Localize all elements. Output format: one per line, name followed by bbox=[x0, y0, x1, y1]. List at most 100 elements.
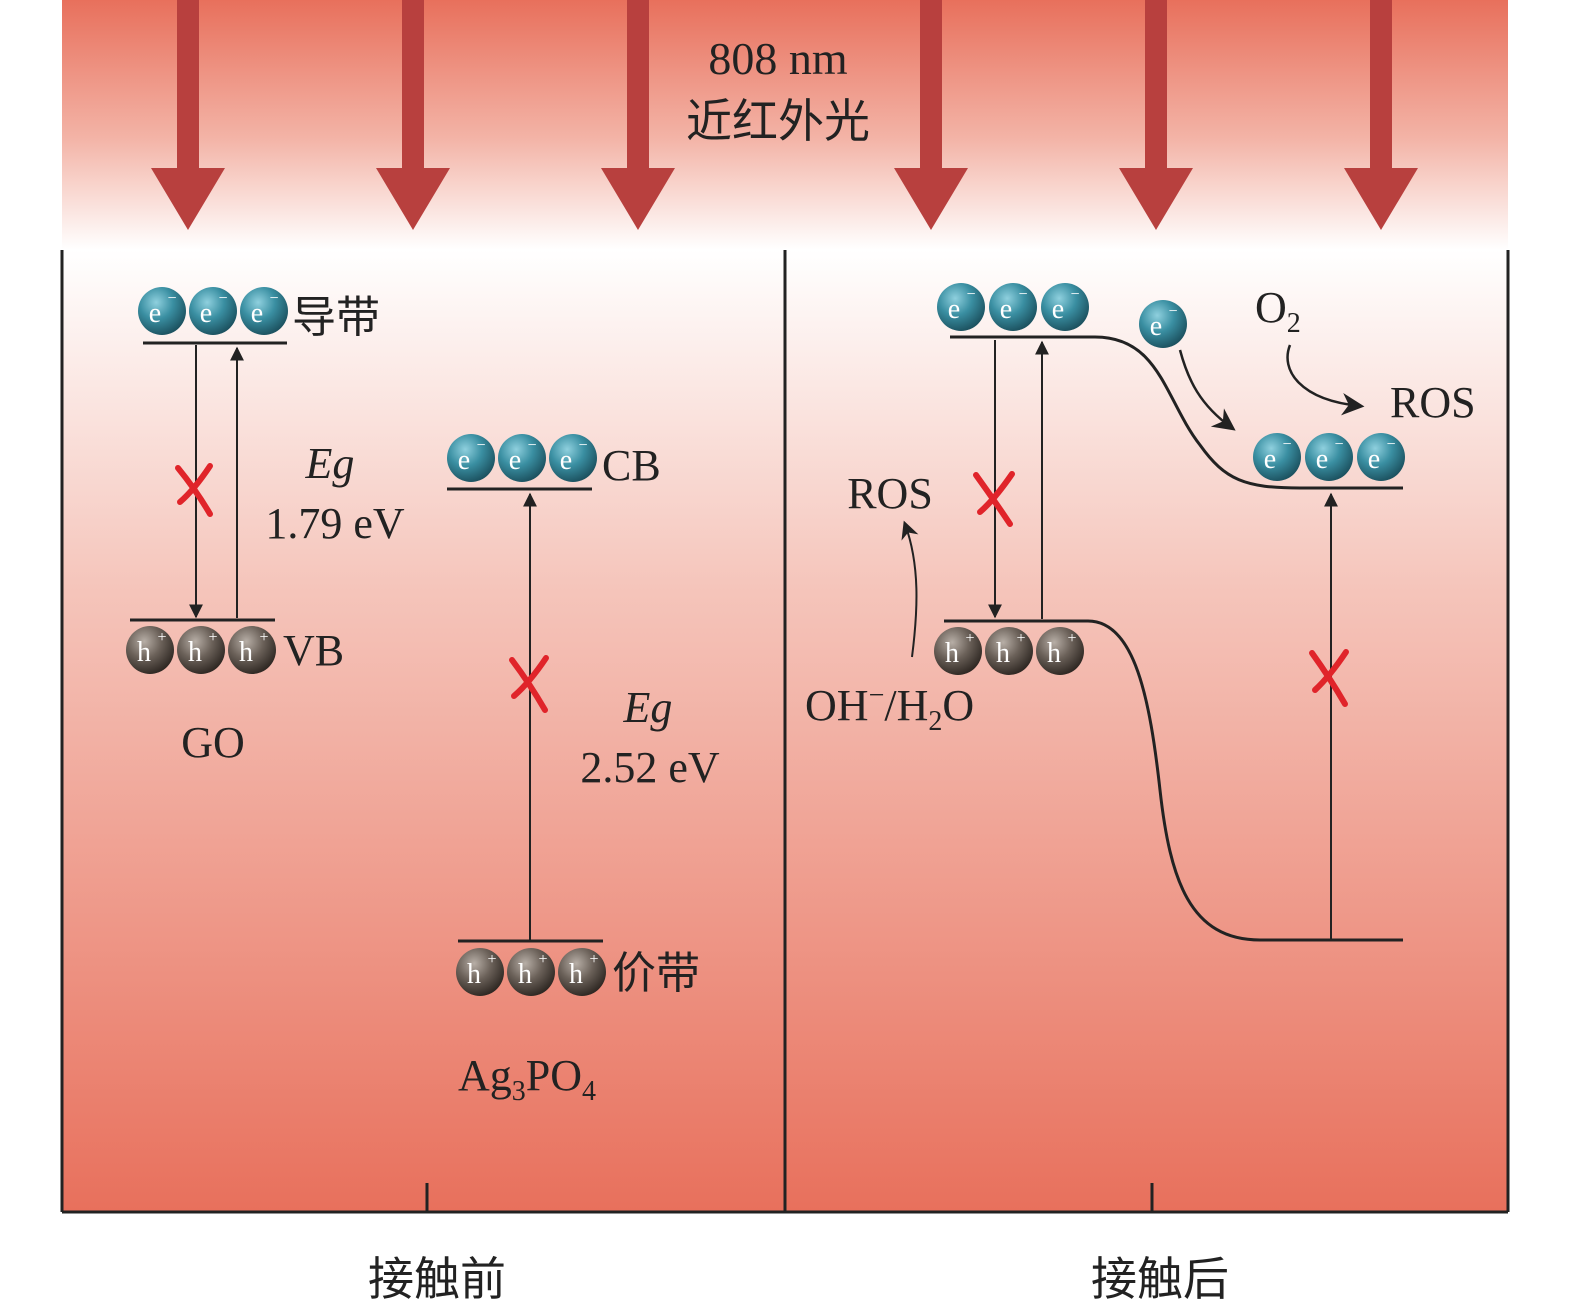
svg-text:+: + bbox=[208, 629, 217, 646]
electron: e− bbox=[240, 287, 288, 335]
svg-text:+: + bbox=[1016, 630, 1025, 647]
go-cb-label: 导带 bbox=[292, 293, 380, 342]
electron: e− bbox=[138, 287, 186, 335]
svg-text:−: − bbox=[1168, 303, 1177, 320]
electron: e− bbox=[189, 287, 237, 335]
svg-text:h: h bbox=[137, 637, 151, 668]
light-arrows bbox=[151, 0, 1418, 230]
electron: e− bbox=[1305, 433, 1353, 481]
after-oh-h2o: OH−/H2O bbox=[805, 680, 974, 737]
after-ag3po4-cross bbox=[1309, 649, 1349, 707]
hole: h+ bbox=[126, 626, 174, 674]
light-region bbox=[62, 0, 1508, 250]
ag3po4-cross bbox=[509, 655, 549, 713]
electron-transfer-arrow bbox=[1178, 349, 1236, 431]
svg-text:+: + bbox=[965, 630, 974, 647]
svg-text:−: − bbox=[966, 286, 975, 303]
svg-text:−: − bbox=[218, 290, 227, 307]
svg-text:+: + bbox=[259, 629, 268, 646]
go-eg-value: 1.79 eV bbox=[265, 499, 405, 548]
svg-text:−: − bbox=[1386, 436, 1395, 453]
svg-text:−: − bbox=[1282, 436, 1291, 453]
hole: h+ bbox=[228, 626, 276, 674]
electron: e− bbox=[1357, 433, 1405, 481]
ag3po4-eg-value: 2.52 eV bbox=[580, 743, 720, 792]
frame bbox=[60, 250, 1510, 1214]
light-arrow bbox=[1119, 0, 1193, 230]
svg-text:−: − bbox=[1070, 286, 1079, 303]
svg-text:−: − bbox=[527, 437, 536, 454]
light-label: 近红外光 bbox=[686, 96, 870, 147]
hole: h+ bbox=[934, 627, 982, 675]
svg-text:−: − bbox=[1018, 286, 1027, 303]
ag3po4-vb-label: 价带 bbox=[612, 949, 700, 998]
electron: e− bbox=[1253, 433, 1301, 481]
hole: h+ bbox=[507, 948, 555, 996]
electron-group: e− e− e− bbox=[138, 287, 288, 335]
hole-group: h+ h+ h+ bbox=[126, 626, 276, 674]
svg-text:e: e bbox=[1368, 444, 1380, 475]
svg-text:+: + bbox=[589, 951, 598, 968]
ag3po4-band: e− e− e− CB Eg 2.52 eV h+ h+ h+ 价带 Ag3PO… bbox=[447, 434, 720, 1107]
electron: e− bbox=[989, 283, 1037, 331]
svg-text:−: − bbox=[476, 437, 485, 454]
after-vb-curve bbox=[944, 619, 1403, 942]
after-ros-left: ROS bbox=[847, 469, 933, 518]
electron-group: e− e− e− bbox=[447, 434, 597, 482]
electron: e− bbox=[498, 434, 546, 482]
go-cross bbox=[175, 463, 213, 517]
ag3po4-eg-symbol: Eg bbox=[623, 683, 673, 732]
after-ros-right: ROS bbox=[1390, 378, 1476, 427]
svg-text:e: e bbox=[1150, 311, 1162, 342]
svg-text:e: e bbox=[1000, 294, 1012, 325]
svg-text:h: h bbox=[569, 959, 583, 990]
svg-text:e: e bbox=[149, 298, 161, 329]
svg-text:h: h bbox=[1047, 638, 1061, 669]
svg-text:h: h bbox=[239, 637, 253, 668]
light-arrow bbox=[376, 0, 450, 230]
light-arrow bbox=[1344, 0, 1418, 230]
hole-group: h+ h+ h+ bbox=[456, 948, 606, 996]
svg-text:−: − bbox=[1334, 436, 1343, 453]
svg-text:−: − bbox=[578, 437, 587, 454]
go-name: GO bbox=[181, 718, 245, 767]
svg-text:e: e bbox=[200, 298, 212, 329]
light-arrow bbox=[894, 0, 968, 230]
svg-text:h: h bbox=[188, 637, 202, 668]
go-eg-symbol: Eg bbox=[305, 439, 355, 488]
after-cb-curve bbox=[950, 335, 1403, 490]
svg-text:e: e bbox=[560, 445, 572, 476]
transfer-electron: e− bbox=[1139, 300, 1187, 348]
electron: e− bbox=[447, 434, 495, 482]
svg-text:h: h bbox=[467, 959, 481, 990]
svg-text:h: h bbox=[945, 638, 959, 669]
svg-text:e: e bbox=[1316, 444, 1328, 475]
ag3po4-cb-label: CB bbox=[602, 441, 661, 490]
light-wavelength: 808 nm bbox=[708, 33, 848, 84]
light-arrow bbox=[151, 0, 225, 230]
electron-group: e− e− e− bbox=[1253, 433, 1405, 481]
go-vb-label: VB bbox=[283, 626, 344, 675]
o2-to-ros-arrow bbox=[1286, 344, 1365, 416]
svg-text:+: + bbox=[487, 951, 496, 968]
svg-text:e: e bbox=[458, 445, 470, 476]
svg-text:−: − bbox=[167, 290, 176, 307]
svg-text:−: − bbox=[269, 290, 278, 307]
svg-text:e: e bbox=[948, 294, 960, 325]
svg-text:+: + bbox=[1067, 630, 1076, 647]
electron: e− bbox=[937, 283, 985, 331]
svg-text:e: e bbox=[1052, 294, 1064, 325]
electron: e− bbox=[549, 434, 597, 482]
svg-text:e: e bbox=[251, 298, 263, 329]
light-arrow bbox=[601, 0, 675, 230]
oh-to-ros-arrow bbox=[901, 520, 919, 658]
hole-group: h+ h+ h+ bbox=[934, 627, 1084, 675]
ag3po4-name: Ag3PO4 bbox=[458, 1051, 596, 1107]
panel-after-label: 接触后 bbox=[1091, 1254, 1229, 1305]
go-band: e− e− e− 导带 Eg 1.79 eV h+ h+ h+ VB GO bbox=[126, 287, 405, 767]
svg-text:h: h bbox=[996, 638, 1010, 669]
svg-text:e: e bbox=[1264, 444, 1276, 475]
panel-before-label: 接触前 bbox=[368, 1254, 506, 1305]
after-go-cross bbox=[973, 471, 1015, 527]
o2-label: O2 bbox=[1255, 283, 1301, 339]
